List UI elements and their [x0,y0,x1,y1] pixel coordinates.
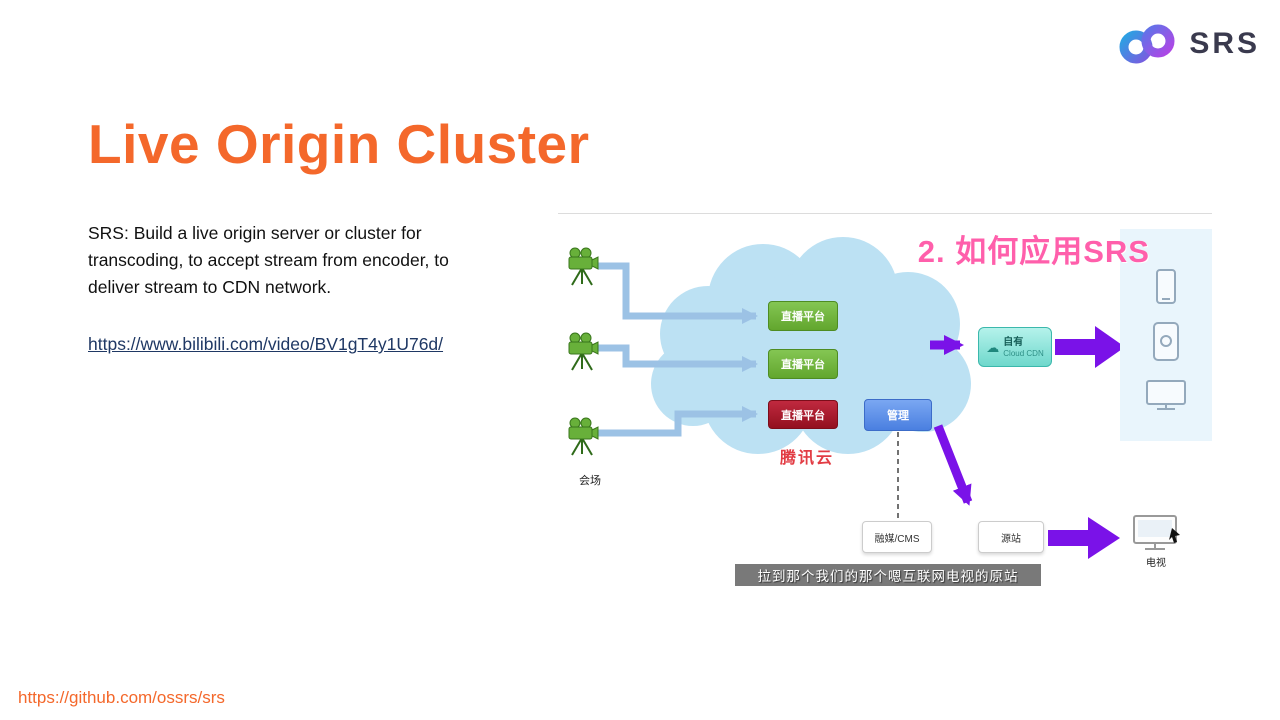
tencent-cloud-label: 腾讯云 [780,450,835,467]
cloud-cdn-box: ☁ 自有 Cloud CDN [978,327,1052,367]
cdn-delivery-arrows [930,326,1125,559]
cms-box: 融媒/CMS [862,521,932,553]
cursor-icon [1169,528,1180,543]
tv-label: 电视 [1146,558,1166,569]
camera-icon-2 [568,332,599,371]
camera-icon-1 [568,247,599,286]
phone-icon [1156,269,1176,304]
tv-icon [1133,515,1180,550]
cdn-cloud-icon: ☁ [986,339,1000,355]
slide-body-text: SRS: Build a live origin server or clust… [88,223,449,297]
cdn-label-primary: 自有 [1003,336,1024,348]
srs-logo: SRS [1117,22,1260,66]
live-platform-box-3: 直播平台 [768,400,838,429]
live-platform-box-1: 直播平台 [768,301,838,331]
video-frame: 2. 如何应用SRS 直播平台 直播平台 直播平台 管理 ☁ 自有 Cloud … [558,213,1212,590]
cdn-label-secondary: Cloud CDN [1003,348,1044,358]
srs-logo-text: SRS [1189,27,1260,60]
device-panel [1120,229,1212,441]
diagram-heading: 2. 如何应用SRS [917,234,1150,269]
tablet-icon [1153,322,1179,361]
bilibili-video-link[interactable]: https://www.bilibili.com/video/BV1gT4y1U… [88,334,444,354]
encoder-arrows [598,262,758,437]
origin-server-box: 源站 [978,521,1044,553]
venue-label: 会场 [579,475,601,487]
srs-logo-icon [1119,24,1175,64]
manage-box: 管理 [864,399,932,431]
github-repo-link[interactable]: https://github.com/ossrs/srs [18,688,225,707]
page-title: Live Origin Cluster [88,113,590,175]
video-subtitle: 拉到那个我们的那个嗯互联网电视的原站 [735,564,1041,586]
camera-icon-3 [568,417,599,456]
live-platform-box-2: 直播平台 [768,349,838,379]
monitor-icon [1146,380,1186,410]
